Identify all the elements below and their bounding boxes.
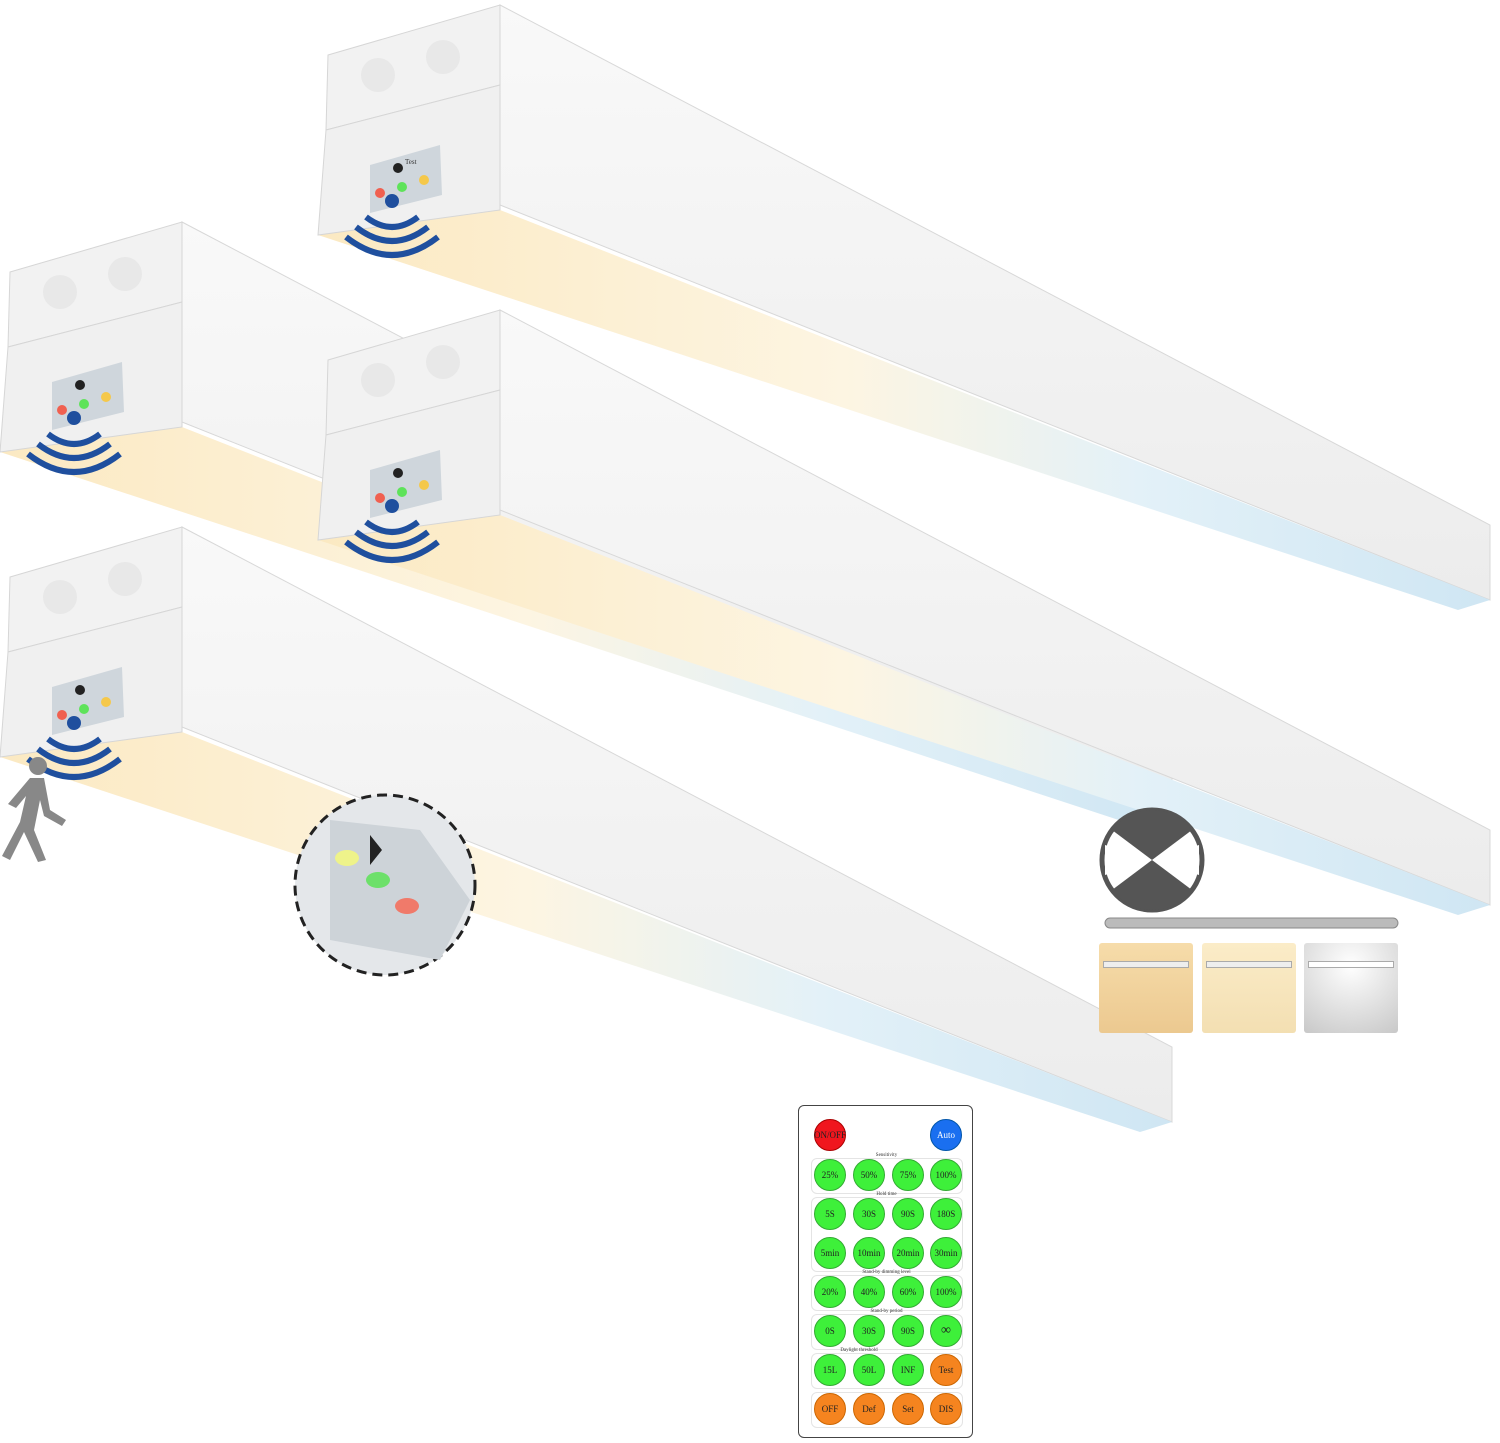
remote-button[interactable]: 30min [930, 1237, 962, 1269]
remote-button[interactable]: 90S [892, 1198, 924, 1230]
remote-button-infinity[interactable]: ∞ [930, 1315, 962, 1347]
remote-button-off[interactable]: OFF [814, 1393, 846, 1425]
walking-person-icon [2, 757, 66, 862]
dimming-icon [1099, 807, 1399, 929]
remote-button[interactable]: 5S [814, 1198, 846, 1230]
remote-control: ON/OFF Auto Sensitivity 25% 50% 75% 100%… [798, 1105, 973, 1438]
remote-button[interactable]: 30S [853, 1198, 885, 1230]
remote-button[interactable]: 20min [892, 1237, 924, 1269]
remote-button[interactable]: 0S [814, 1315, 846, 1347]
remote-button-set[interactable]: Set [892, 1393, 924, 1425]
sensor-test-label: Test [405, 158, 417, 166]
remote-button[interactable]: 5min [814, 1237, 846, 1269]
swatch-neutral [1202, 943, 1296, 1033]
group-label-daylight-threshold: Daylight threshold [840, 1348, 878, 1353]
group-label-standby-dimming: Stand-by dimming level [862, 1270, 911, 1275]
remote-button[interactable]: 75% [892, 1159, 924, 1191]
remote-button[interactable]: 100% [930, 1159, 962, 1191]
remote-button[interactable]: 40% [853, 1276, 885, 1308]
remote-button[interactable]: 100% [930, 1276, 962, 1308]
remote-button-dis[interactable]: DIS [930, 1393, 962, 1425]
group-label-hold-time: Hold time [876, 1192, 897, 1197]
remote-button[interactable]: 90S [892, 1315, 924, 1347]
remote-button-auto[interactable]: Auto [930, 1119, 962, 1151]
swatch-daylight [1304, 943, 1398, 1033]
remote-button[interactable]: 180S [930, 1198, 962, 1230]
swatch-warm [1099, 943, 1193, 1033]
group-label-sensitivity: Sensitivity [875, 1153, 898, 1158]
remote-button[interactable]: INF [892, 1354, 924, 1386]
remote-button[interactable]: 25% [814, 1159, 846, 1191]
remote-button[interactable]: 50L [853, 1354, 885, 1386]
remote-button[interactable]: 15L [814, 1354, 846, 1386]
sensor-closeup-inset [293, 793, 477, 977]
remote-button[interactable]: 60% [892, 1276, 924, 1308]
remote-button[interactable]: 50% [853, 1159, 885, 1191]
remote-button[interactable]: 30S [853, 1315, 885, 1347]
remote-button[interactable]: 10min [853, 1237, 885, 1269]
remote-button[interactable]: 20% [814, 1276, 846, 1308]
remote-button-def[interactable]: Def [853, 1393, 885, 1425]
remote-button-test[interactable]: Test [930, 1354, 962, 1386]
group-label-standby-period: Stand-by period [870, 1309, 903, 1314]
remote-button-onoff[interactable]: ON/OFF [814, 1119, 846, 1151]
